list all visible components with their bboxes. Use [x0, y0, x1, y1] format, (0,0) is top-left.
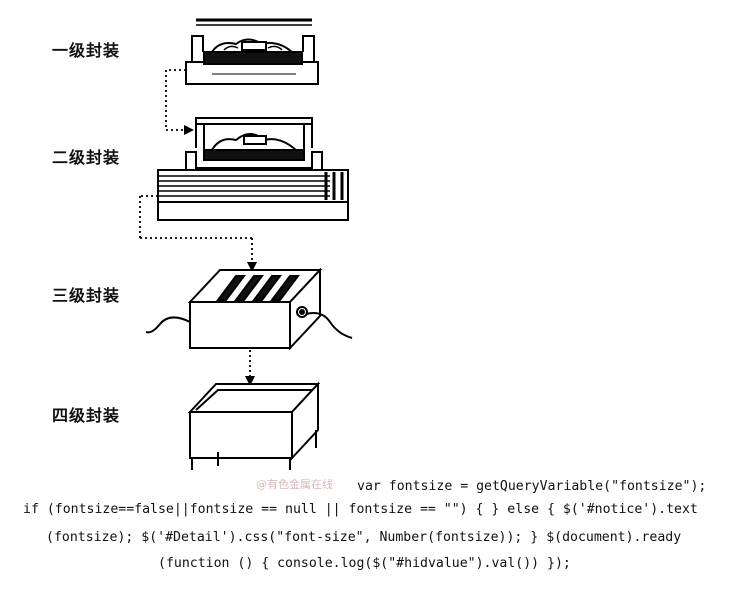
- connector-2-3: [139, 195, 253, 262]
- arrowhead-1-2: [184, 125, 194, 135]
- arrowhead-2-3: [247, 262, 257, 272]
- level1-chip-package: [185, 18, 319, 85]
- connector-1-2: [165, 69, 186, 131]
- level2-board-package: [157, 117, 349, 221]
- code-line-3: (fontsize); $('#Detail').css("font-size"…: [46, 530, 682, 545]
- label-level2: 二级封装: [52, 148, 121, 167]
- code-line-2: if (fontsize==false||fontsize == null ||…: [23, 502, 698, 517]
- label-level1: 一级封装: [52, 41, 121, 60]
- code-line-1: var fontsize = getQueryVariable("fontsiz…: [357, 479, 707, 494]
- label-level4: 四级封装: [52, 406, 121, 425]
- level4-cabinet: [187, 381, 321, 470]
- packaging-levels-diagram: [139, 18, 353, 470]
- code-line-4: (function () { console.log($("#hidvalue"…: [158, 556, 571, 571]
- arrowhead-3-4: [245, 376, 255, 386]
- watermark-text: @有色金属在线: [256, 478, 333, 491]
- label-level3: 三级封装: [52, 286, 121, 305]
- level3-box-package: [145, 267, 353, 351]
